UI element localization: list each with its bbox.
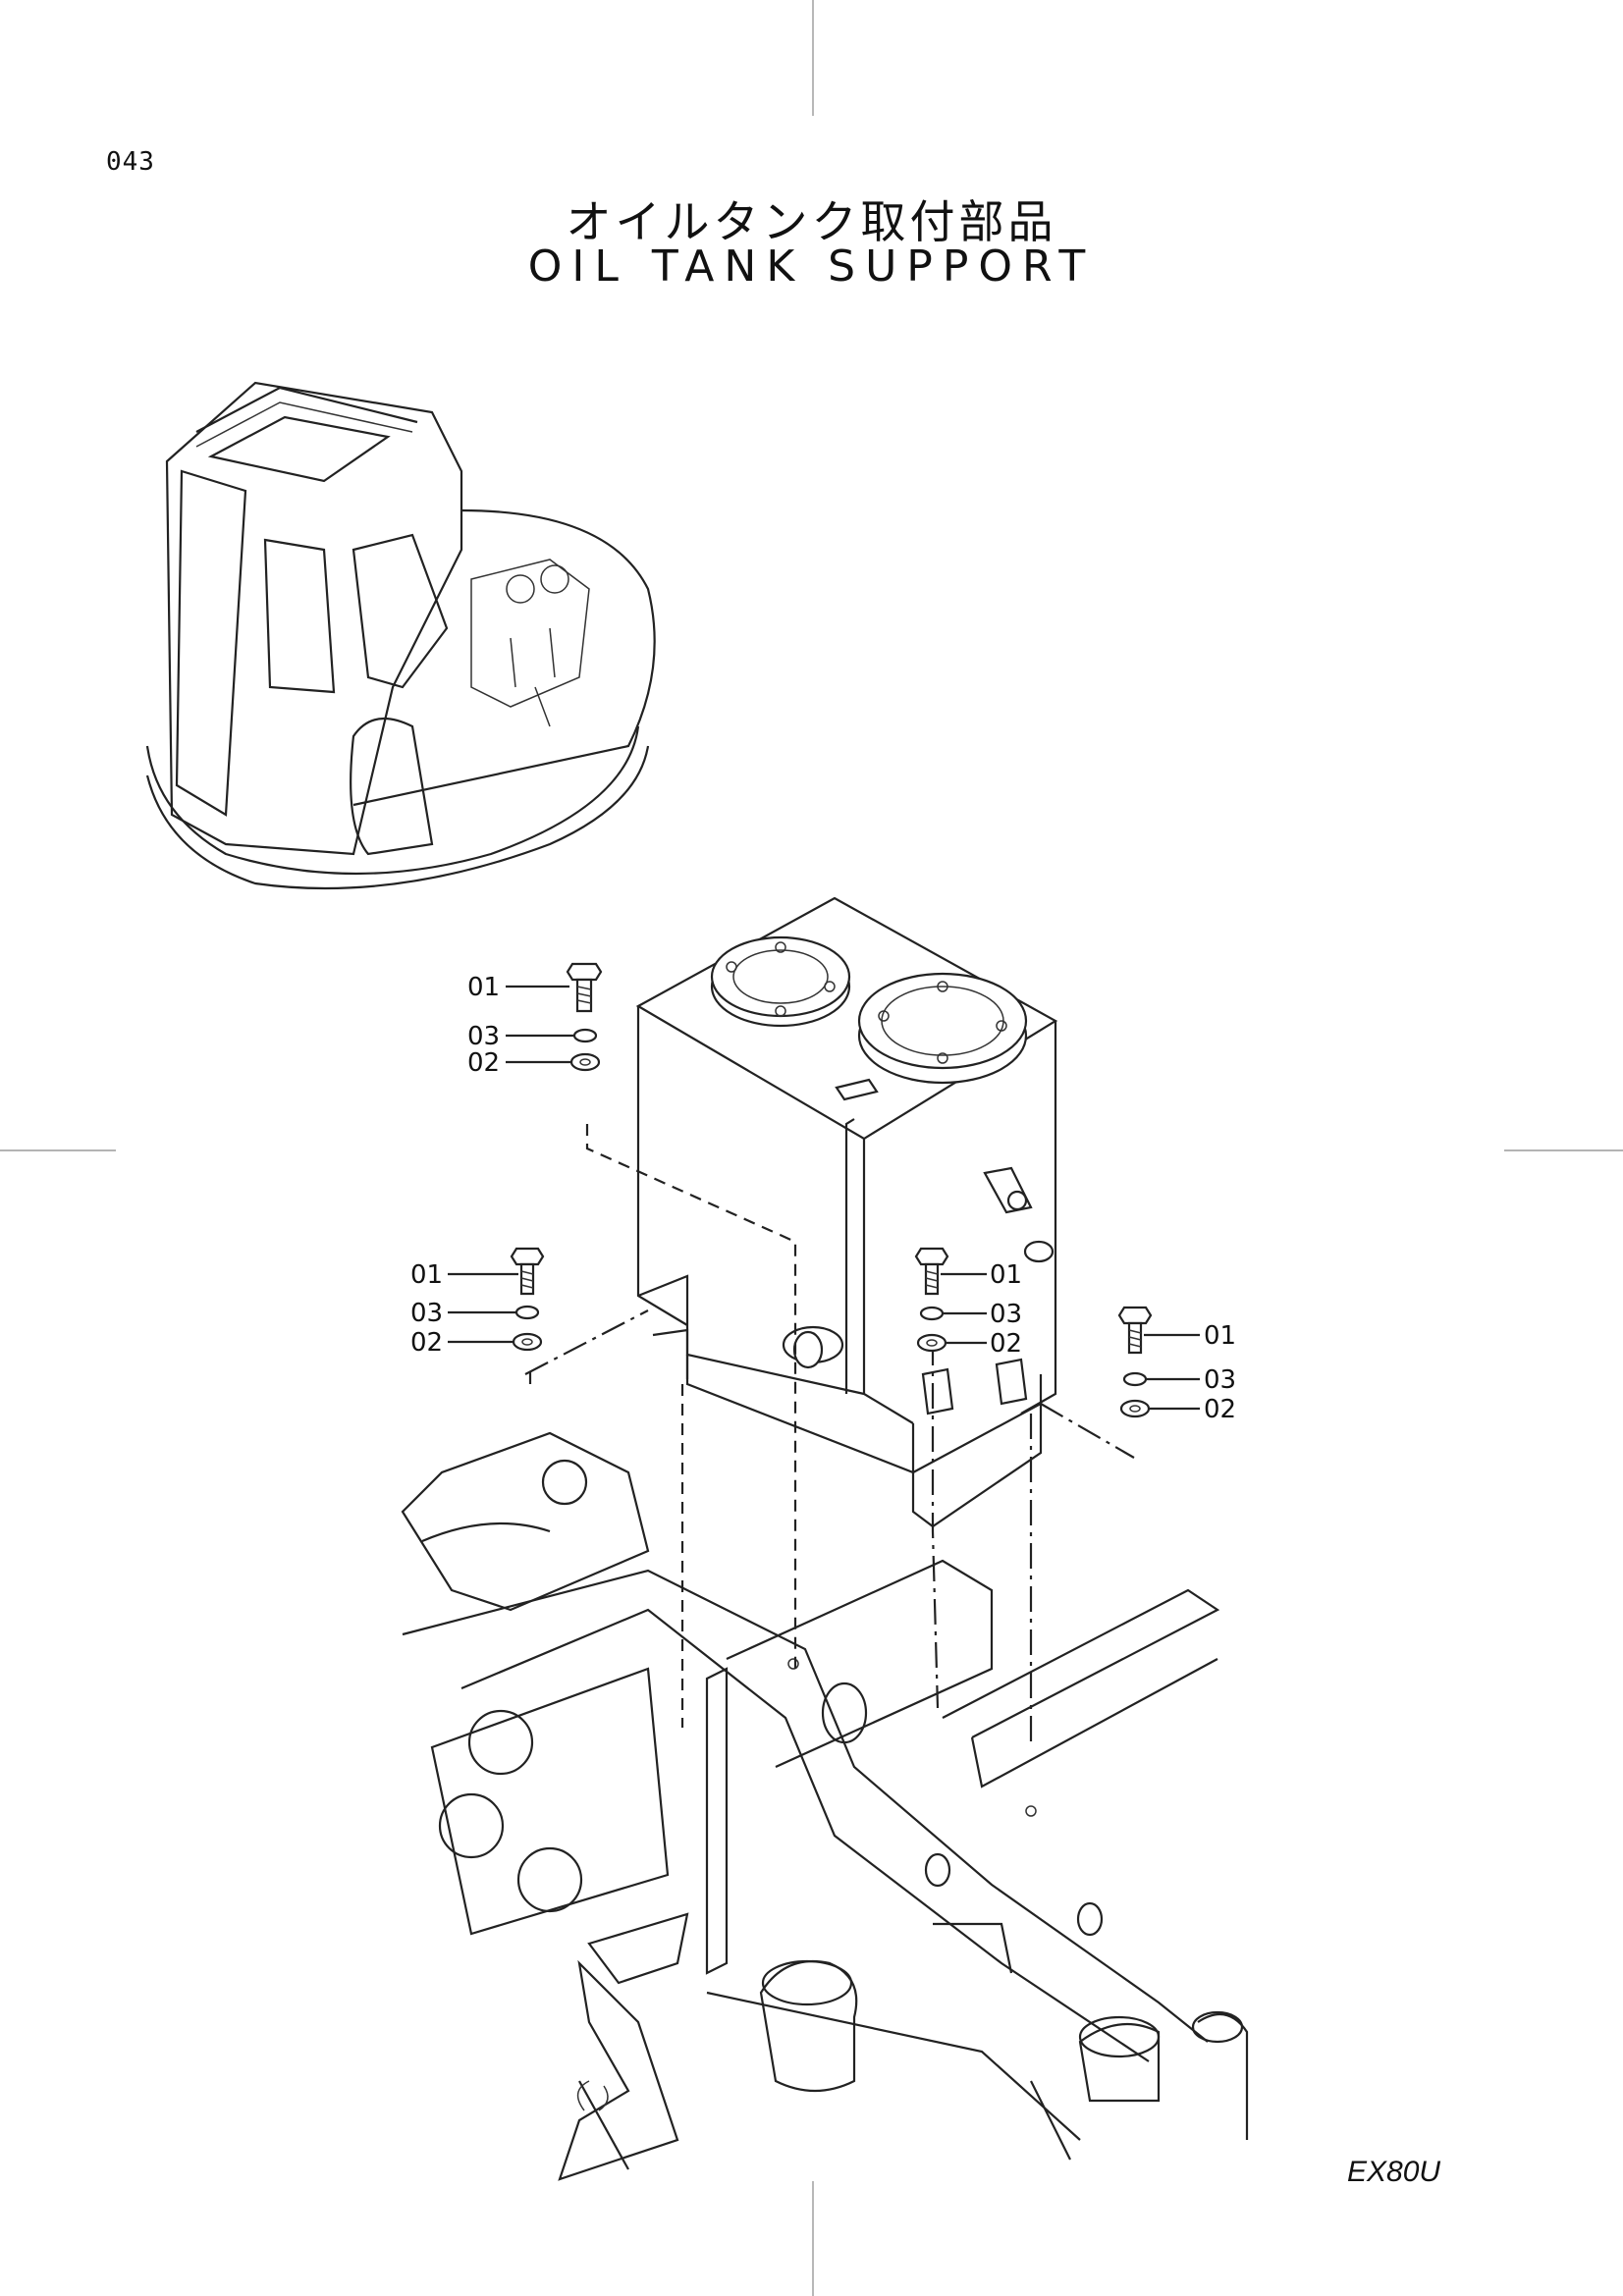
callout-labels-center: 01 03 02 xyxy=(990,1260,1022,1359)
callout-01: 01 xyxy=(990,1260,1022,1290)
callout-labels-left-top: 01 03 02 xyxy=(467,973,500,1078)
title-japanese: オイルタンク取付部品 xyxy=(566,195,1057,248)
hardware-set-center xyxy=(914,1247,949,1353)
callout-03: 03 xyxy=(410,1299,443,1328)
page-number: 043 xyxy=(106,147,155,177)
callout-02: 02 xyxy=(410,1328,443,1358)
upper-frame xyxy=(401,1431,1249,2181)
callout-01: 01 xyxy=(1204,1321,1236,1351)
callout-02: 02 xyxy=(1204,1395,1236,1424)
callout-02: 02 xyxy=(990,1329,1022,1359)
callout-03: 03 xyxy=(990,1300,1022,1329)
oil-tank xyxy=(635,896,1058,1528)
callout-labels-right: 01 03 02 xyxy=(1204,1321,1236,1424)
callout-labels-left-mid: 01 03 02 xyxy=(410,1260,443,1358)
callout-03: 03 xyxy=(1204,1365,1236,1395)
hardware-set-left-mid xyxy=(510,1247,545,1352)
title-english: OIL TANK SUPPORT xyxy=(527,241,1096,292)
excavator-overview xyxy=(145,381,656,890)
callout-03: 03 xyxy=(467,1022,500,1051)
callout-01: 01 xyxy=(467,973,500,1002)
hardware-set-right xyxy=(1117,1306,1153,1418)
assembly-lines xyxy=(524,1124,1135,1747)
callout-02: 02 xyxy=(467,1048,500,1078)
callout-01: 01 xyxy=(410,1260,443,1290)
callout-leaders xyxy=(448,985,1200,1411)
model-label: EX80U xyxy=(1347,2156,1441,2188)
hardware-set-left-top xyxy=(566,962,603,1072)
